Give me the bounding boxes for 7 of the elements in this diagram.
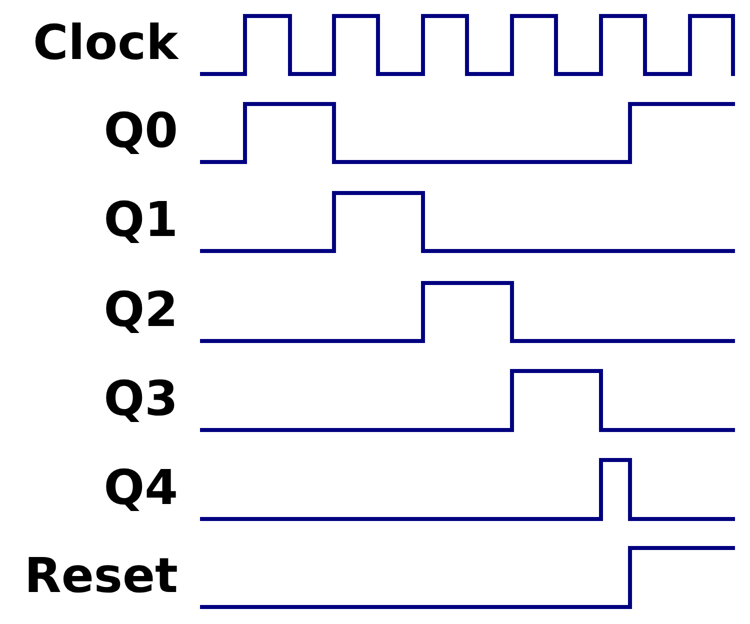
signal-label: Q2	[104, 282, 178, 338]
signal-label: Q3	[104, 370, 178, 426]
signal-label: Clock	[32, 15, 178, 71]
signal-label: Q4	[104, 460, 178, 516]
signal-label: Q0	[104, 103, 178, 159]
signal-label: Q1	[104, 192, 178, 248]
signal-label: Reset	[24, 548, 178, 604]
